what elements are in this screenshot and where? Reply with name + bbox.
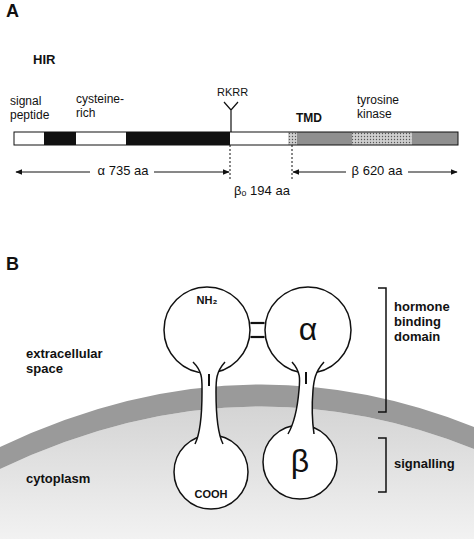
cysteine-segment	[44, 132, 76, 145]
panel-letter: A	[6, 1, 19, 22]
beta0-segment	[230, 132, 288, 145]
bar-outline	[14, 132, 458, 145]
receptor-neck	[193, 362, 225, 444]
cleavage-marker	[224, 102, 238, 132]
neck-fill	[193, 362, 225, 444]
neck-fill	[288, 362, 324, 434]
beta-subunit: β	[262, 424, 338, 500]
span-arrow	[293, 172, 346, 173]
disulfide-bond	[250, 336, 264, 338]
domain-label: TMD	[296, 112, 322, 126]
subunit-shape	[164, 287, 250, 373]
disulfide-tick	[208, 374, 210, 386]
alpha-segment	[126, 132, 230, 145]
cleavage-site: RKRR	[217, 86, 248, 99]
domain-label: hormone binding domain	[394, 300, 468, 345]
neck-outline	[288, 362, 300, 434]
neck-outline	[312, 362, 324, 434]
panel-letter: B	[6, 254, 19, 275]
subunit-label: COOH	[195, 489, 228, 501]
disulfide-bond	[250, 322, 264, 324]
domain-label: signal peptide	[10, 95, 60, 123]
boundary-line	[292, 145, 293, 180]
span-arrow	[408, 172, 457, 173]
domain-label: tyrosine kinase	[357, 94, 415, 122]
subunit-shape	[263, 425, 337, 499]
disulfide-tick	[305, 372, 307, 384]
signal-peptide-segment	[14, 132, 44, 145]
region-label: extracellular space	[26, 347, 130, 377]
beta-segment	[297, 132, 352, 145]
receptor-name: HIR	[33, 53, 55, 68]
length-label: βₒ 194 aa	[226, 184, 298, 199]
alpha-subunit: NH₂	[163, 286, 251, 374]
subunit-shape	[174, 435, 248, 509]
edge-group	[250, 323, 264, 337]
cysteine-rich-segment	[76, 132, 126, 145]
boundary-line	[230, 145, 231, 180]
subunit-label: α	[299, 313, 318, 347]
subunit-label: β	[291, 445, 309, 479]
domain-label: cysteine-rich	[76, 93, 134, 121]
region-label: cytoplasm	[26, 472, 90, 487]
neck-outline	[216, 362, 225, 444]
span-arrow	[154, 172, 229, 173]
bracket	[378, 438, 386, 492]
receptor-neck	[288, 362, 324, 434]
beta-subunit: COOH	[173, 434, 249, 510]
length-label: β 620 aa	[343, 164, 411, 179]
beta-segment	[412, 132, 458, 145]
alpha-subunit: α	[264, 286, 352, 374]
bracket	[378, 288, 386, 412]
subunit-label: NH₂	[197, 295, 218, 307]
precursor-bar	[14, 132, 458, 145]
domain-label: signalling	[394, 457, 455, 472]
kinase-segment	[352, 132, 412, 145]
length-label: α 735 aa	[90, 164, 156, 179]
subunit-shape	[265, 287, 351, 373]
transmembrane-segment	[288, 132, 297, 145]
neck-outline	[193, 362, 202, 444]
span-arrow	[16, 172, 90, 173]
